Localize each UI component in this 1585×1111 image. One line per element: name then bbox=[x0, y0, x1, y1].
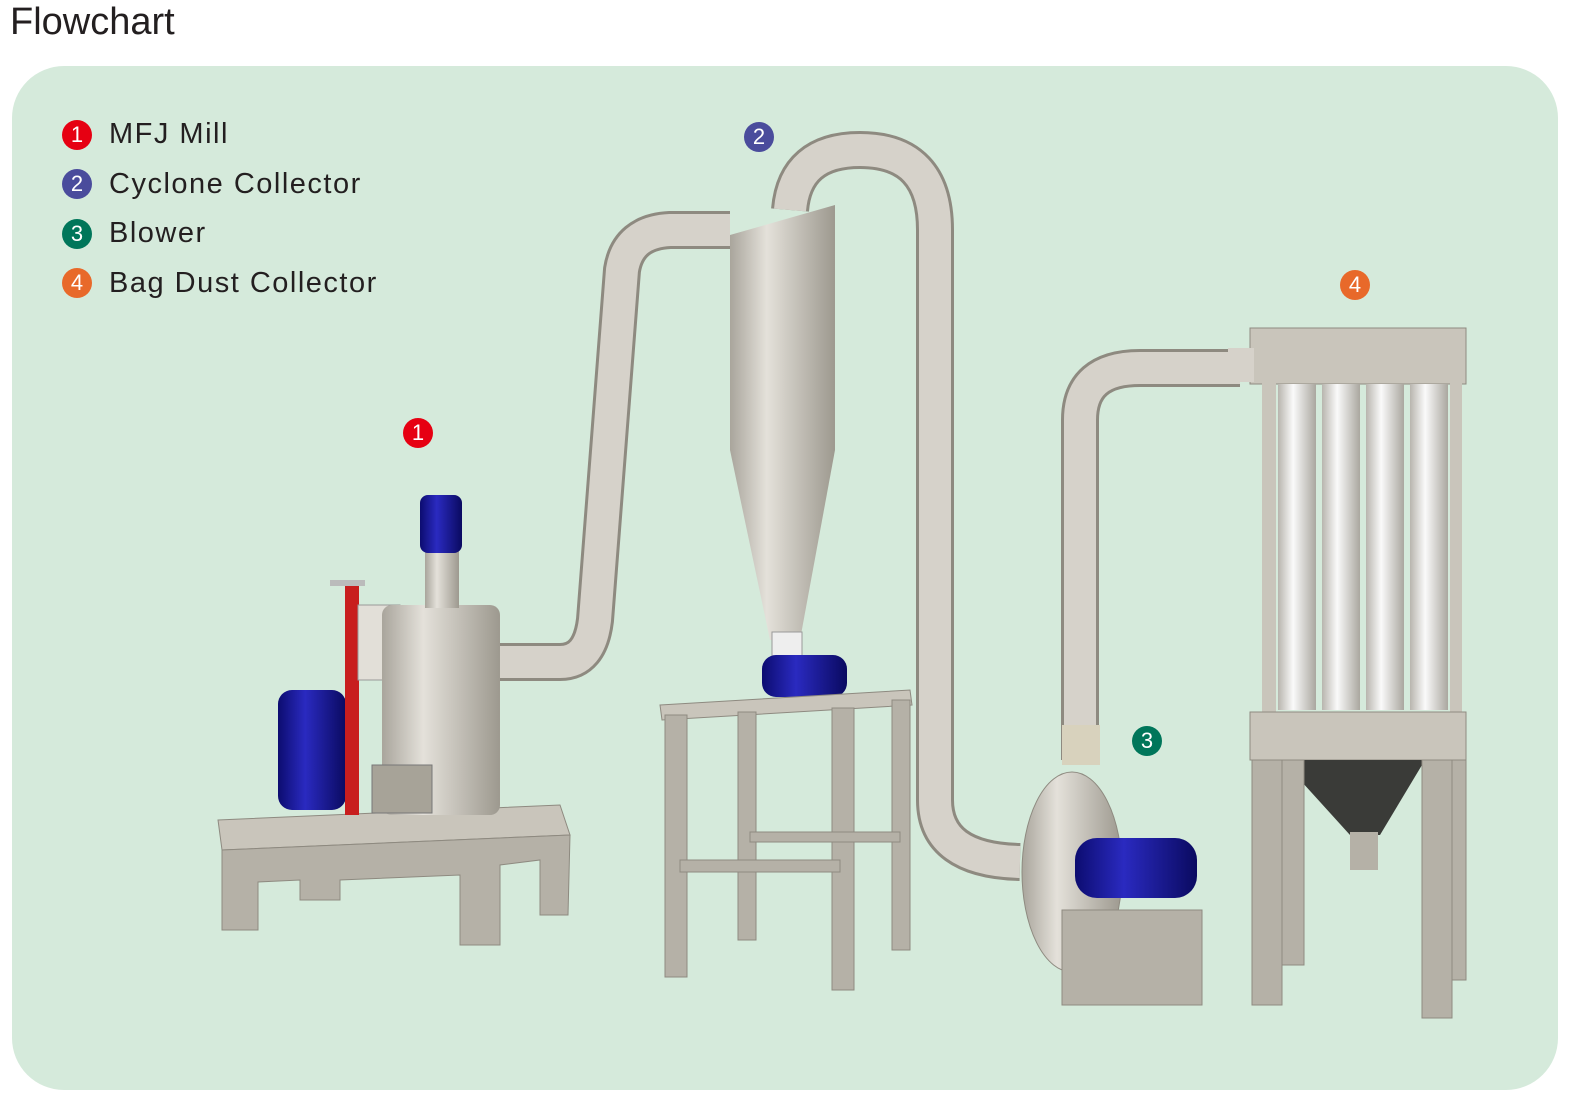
legend-badge: 1 bbox=[62, 119, 92, 150]
legend-item-blower: 3 Blower bbox=[62, 209, 378, 259]
legend-badge: 4 bbox=[62, 268, 92, 299]
legend-label: Bag Dust Collector bbox=[109, 266, 378, 299]
legend-badge: 2 bbox=[62, 169, 92, 200]
legend-item-cyclone-collector: 2 Cyclone Collector bbox=[62, 160, 378, 210]
ducts bbox=[480, 131, 1240, 881]
marker-blower: 3 bbox=[1132, 726, 1162, 756]
marker-bag-dust-collector: 4 bbox=[1340, 270, 1370, 300]
mfj-mill bbox=[217, 495, 571, 946]
marker-mfj-mill: 1 bbox=[403, 418, 433, 448]
legend-label: Blower bbox=[109, 217, 207, 250]
legend-label: MFJ Mill bbox=[109, 118, 229, 151]
blower bbox=[1021, 725, 1203, 1006]
legend-item-bag-dust-collector: 4 Bag Dust Collector bbox=[62, 259, 378, 309]
page-title: Flowchart bbox=[10, 1, 175, 43]
legend: 1 MFJ Mill 2 Cyclone Collector 3 Blower 4 Ba… bbox=[62, 110, 378, 308]
legend-label: Cyclone Collector bbox=[109, 167, 362, 200]
cyclone-collector bbox=[659, 205, 913, 991]
legend-badge: 3 bbox=[62, 218, 92, 249]
legend-item-mfj-mill: 1 MFJ Mill bbox=[62, 110, 378, 160]
bag-dust-collector bbox=[1228, 327, 1467, 1019]
marker-cyclone-collector: 2 bbox=[744, 122, 774, 152]
